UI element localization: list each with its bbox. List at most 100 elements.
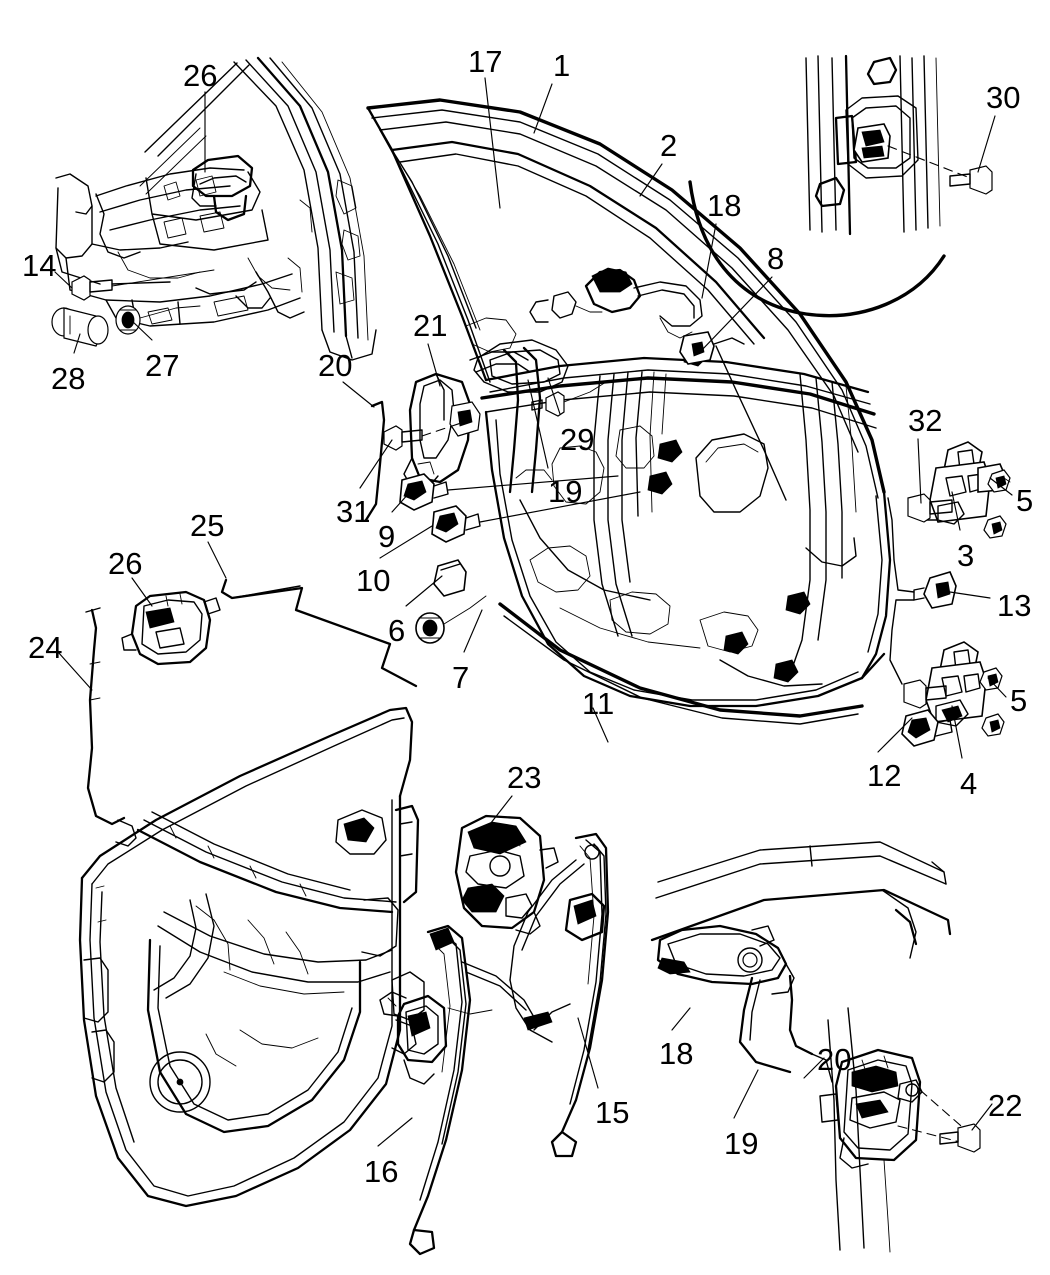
part-31-bolt [383,425,423,451]
leader-line-29 [547,377,561,415]
leader-line-21 [427,343,441,387]
leader-line-31 [359,439,393,489]
callout-2: 2 [660,128,678,163]
leader-line-1 [533,83,553,134]
part-27-grommet [115,305,141,335]
callout-29: 29 [560,422,595,457]
callout-19: 19 [724,1126,759,1161]
leader-line-20 [803,1057,825,1079]
callout-6: 6 [388,613,406,648]
leader-line-32 [917,438,922,504]
leader-line-3 [951,491,961,531]
part-7-grommet [415,612,445,644]
leader-line-5 [989,477,1013,496]
callout-30: 30 [986,80,1021,115]
group-striker-inset [688,54,993,318]
callout-26: 26 [108,546,143,581]
callout-13: 13 [997,588,1032,623]
leader-line-22 [971,1103,993,1131]
leader-line-9 [391,491,411,513]
part-23-latch [454,814,559,935]
callout-1: 1 [553,48,571,83]
callout-19: 19 [548,474,583,509]
callout-31: 31 [336,494,371,529]
part-3-upper-hinge [919,441,1007,525]
leader-line-5 [987,677,1007,698]
leader-line-19 [527,379,549,469]
part-9-clip [399,473,449,511]
callout-8: 8 [767,241,785,276]
callout-7: 7 [452,660,470,695]
leader-line-18 [701,223,717,299]
group-door-inner-trim [78,706,425,1208]
callout-27: 27 [145,348,180,383]
part-30-bolt [949,165,993,195]
leader-line-19 [733,1069,759,1119]
part-16-regulator [379,924,539,1256]
part-14-bolt [71,275,171,301]
leader-line-13 [949,591,991,599]
group-inner-handle [364,339,641,644]
leader-line-30 [977,115,996,173]
part-15-regulator [509,832,610,1158]
leader-line-27 [130,319,153,341]
callout-20: 20 [318,348,353,383]
callout-11: 11 [582,686,615,721]
leader-line-8 [699,276,773,353]
callout-15: 15 [595,1095,630,1130]
callout-9: 9 [378,519,396,554]
callout-25: 25 [190,508,225,543]
part-10-clip [431,505,481,543]
leader-line-20 [342,381,375,408]
leader-line-25 [207,541,227,579]
group-hinges [887,441,1011,747]
callout-20: 20 [817,1042,852,1077]
part-4-lower-hinge [925,641,987,727]
callout-32: 32 [908,403,943,438]
group-rear-door-handle [650,841,981,1253]
callout-23: 23 [507,760,542,795]
leader-line-2 [639,163,663,197]
panel-clips [647,343,811,683]
group-outside-handle [529,267,787,501]
leader-line-28 [73,333,81,354]
callout-16: 16 [364,1154,399,1189]
part-28-tube [51,307,109,347]
leader-line-11 [592,707,609,743]
part-6-bushing [433,559,467,597]
callout-18: 18 [659,1036,694,1071]
leader-line-18 [671,1007,691,1031]
callout-18: 18 [707,188,742,223]
leader-line-12 [877,717,913,753]
part-5-nuts-lower [979,667,1005,737]
callout-5: 5 [1016,483,1034,518]
leader-line-23 [486,795,513,829]
part-5-nuts-upper [983,469,1011,539]
part-rear-latch [811,1048,923,1169]
callout-28: 28 [51,361,86,396]
group-door-outer [366,98,892,725]
callout-12: 12 [867,758,902,793]
group-ip-apillar [51,56,377,361]
leader-line-10 [379,525,433,559]
callout-14: 14 [22,248,57,283]
leader-line-17 [484,77,501,209]
part-29-bolt [531,391,565,417]
callout-24: 24 [28,630,63,665]
leader-line-24 [57,651,93,691]
leader-line-15 [577,1017,599,1089]
leader-line-7 [463,609,483,653]
callout-10: 10 [356,563,391,598]
part-22-bolt [939,1123,981,1153]
part-26-latch [121,590,221,666]
leader-line-6 [405,575,443,607]
callout-17: 17 [468,44,503,79]
lower-hinge-bolt [903,679,947,709]
leader-line-4 [951,705,963,759]
callout-21: 21 [413,308,448,343]
part-32-bolt [907,493,953,523]
callout-4: 4 [960,766,978,801]
part-13-bracket [913,571,957,609]
